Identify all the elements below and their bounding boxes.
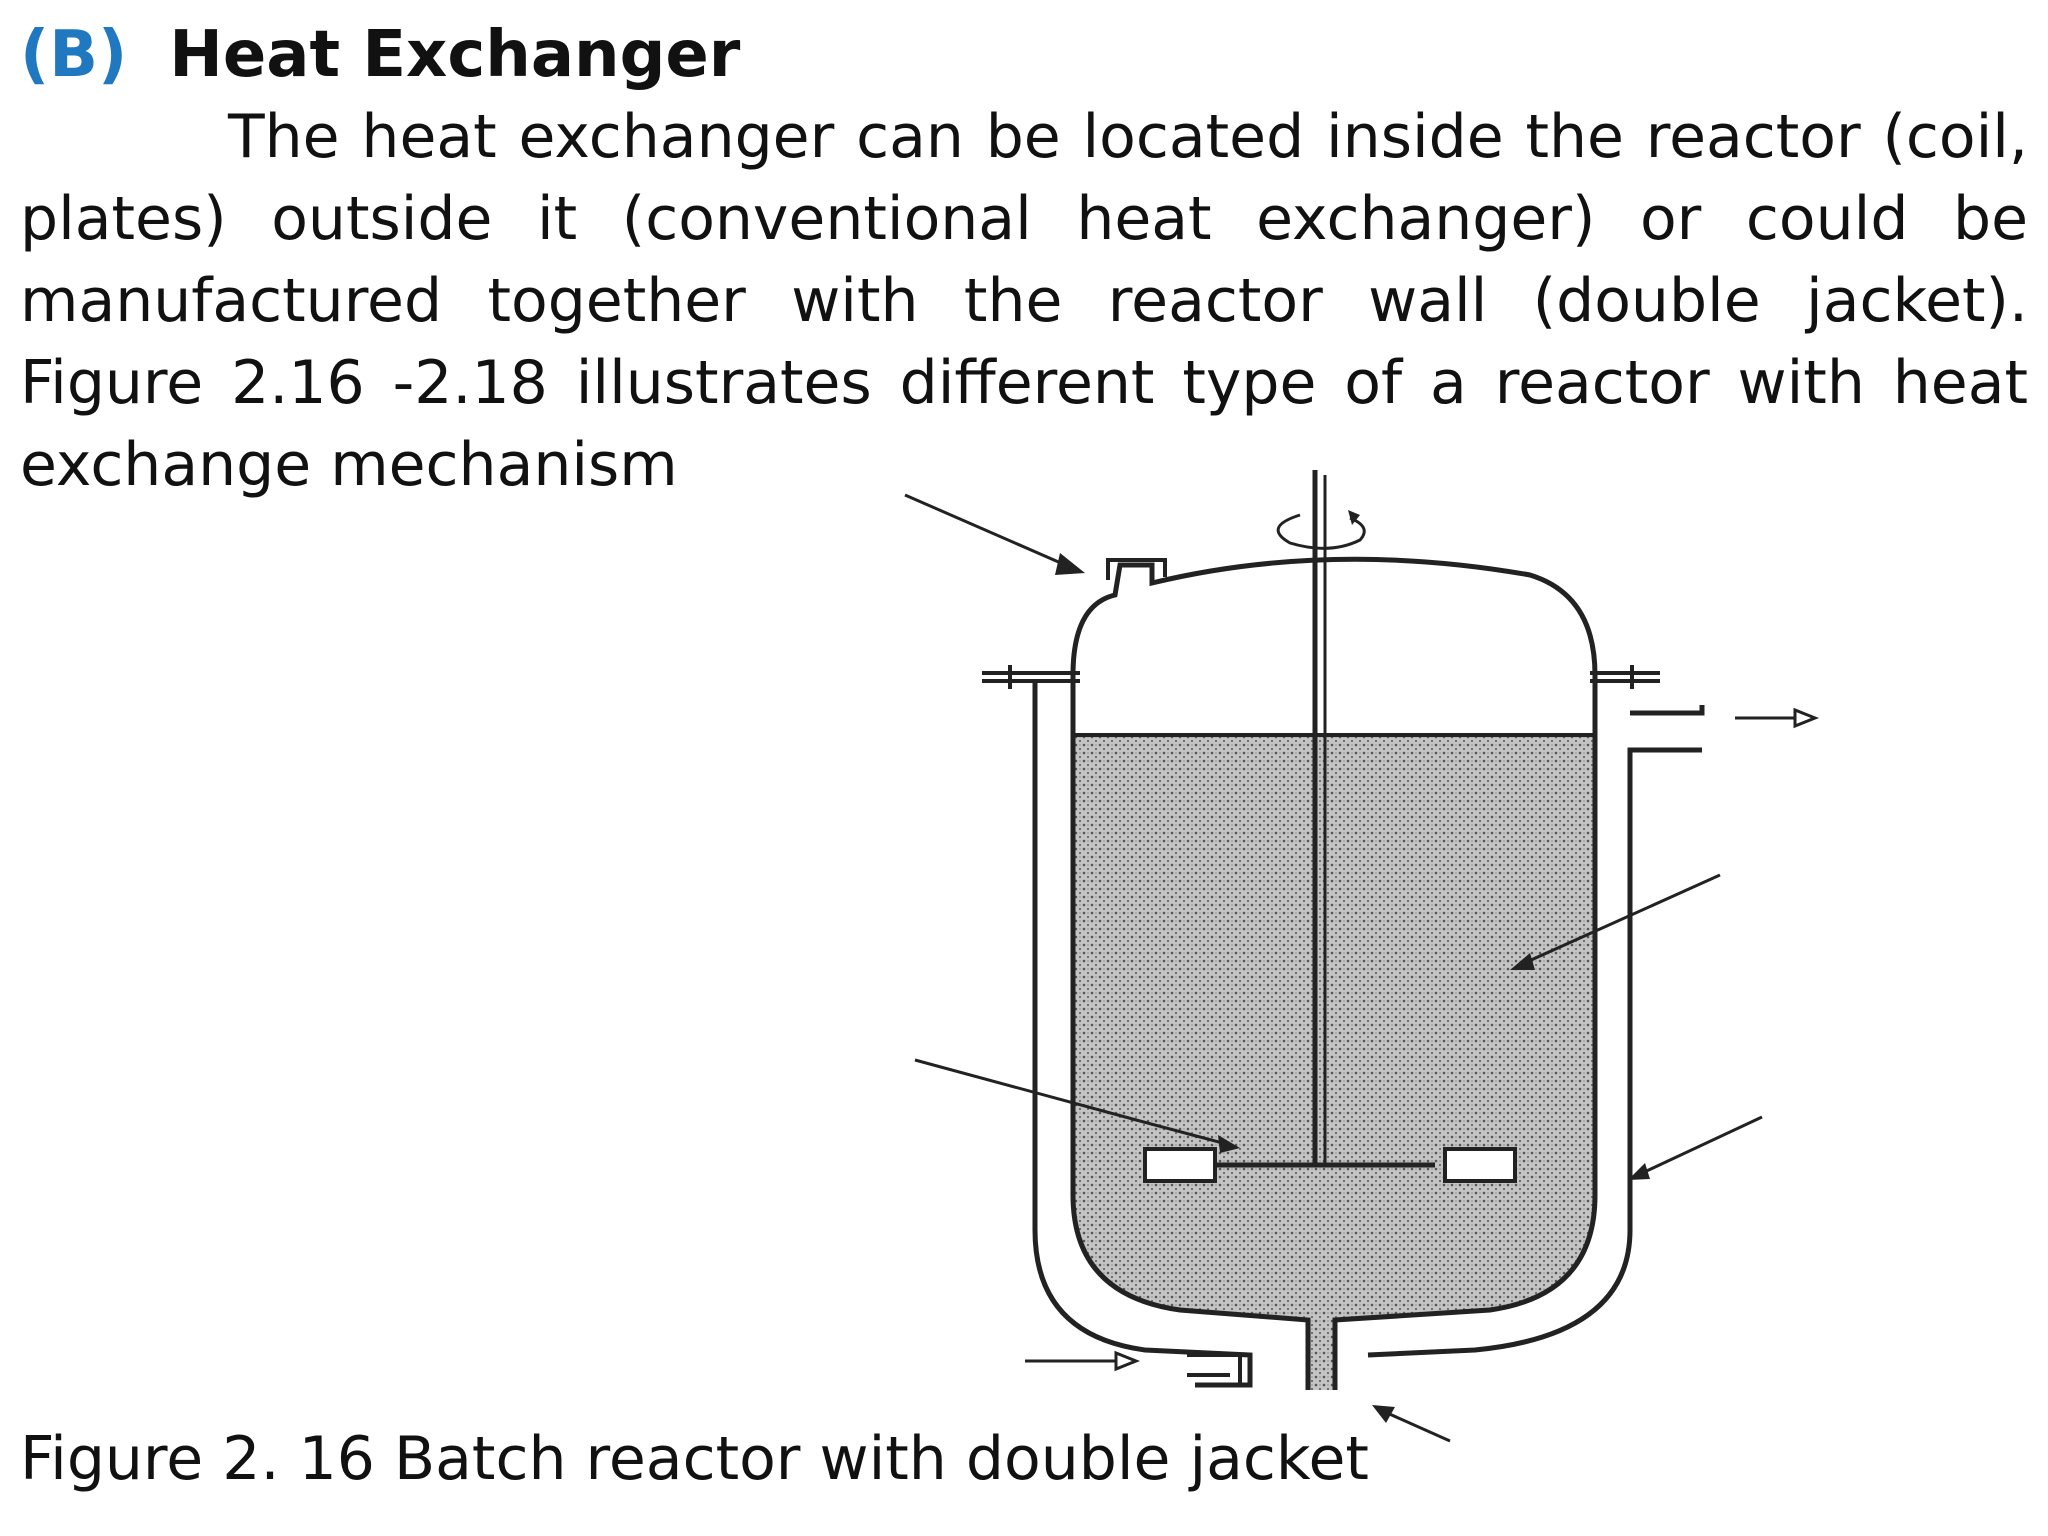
section-heading: (B) Heat Exchanger (20, 14, 740, 96)
impeller-pointer (914, 1058, 1141, 1123)
inlet-arrowhead-icon (1114, 1350, 1141, 1372)
drain-arrowhead-icon (1372, 1405, 1395, 1423)
feed-arrowhead-icon (1055, 553, 1085, 575)
rotation-arrow-icon (1276, 513, 1366, 550)
batch-reactor-diagram (904, 470, 1820, 1443)
lid-nozzle (1106, 558, 1167, 580)
liquid-pointer (1519, 873, 1721, 967)
body-paragraph: The heat exchanger can be located inside… (20, 102, 2028, 500)
impeller-blade-left (1143, 1147, 1217, 1183)
impeller-blade-right (1443, 1147, 1517, 1183)
left-flange (982, 665, 1080, 689)
reactor-figure (890, 455, 1910, 1455)
drain-arrow (1384, 1410, 1451, 1443)
right-flange (1590, 665, 1660, 689)
feed-arrow (904, 493, 1071, 569)
inner-vessel-wall (1070, 675, 1598, 1390)
outlet-arrowhead-icon (1793, 707, 1820, 729)
section-title: Heat Exchanger (169, 18, 741, 92)
outer-jacket-wall (1032, 680, 1705, 1388)
figure-caption: Figure 2. 16 Batch reactor with double j… (20, 1424, 1369, 1494)
jacket-pointer (1637, 1115, 1763, 1177)
reaction-liquid (1073, 735, 1595, 1390)
section-label: (B) (20, 18, 128, 92)
reactor-lid (1070, 556, 1598, 676)
jacket-inlet-pipe (1187, 1353, 1242, 1385)
